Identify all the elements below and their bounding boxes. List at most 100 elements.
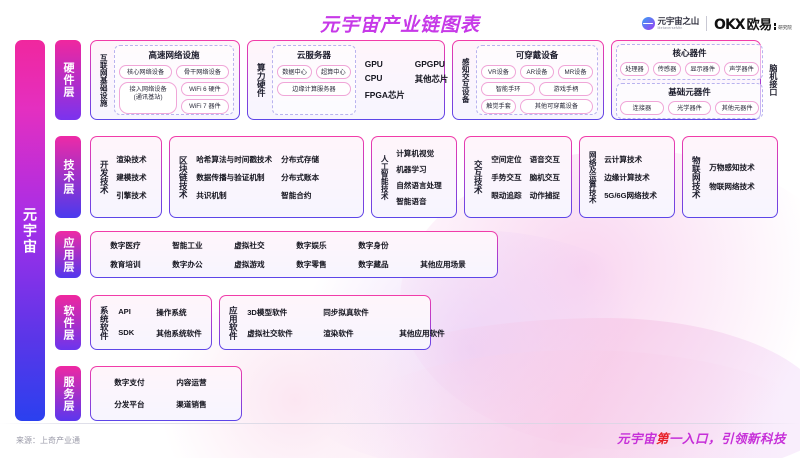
cell-eye-tracking[interactable]: 眼动追踪	[491, 190, 522, 200]
group-ai-technology[interactable]: 人工智能技术 计算机视觉 机器学习 自然语言处理 智能语音	[371, 136, 457, 218]
cell-digital-retail[interactable]: 数字零售	[296, 259, 327, 269]
cell-hash-timestamp[interactable]: 哈希算法与时间戳技术	[196, 154, 273, 164]
cell-channel-sales[interactable]: 渠道销售	[176, 400, 207, 409]
chip-sensor[interactable]: 传感器	[652, 62, 682, 77]
chip-wifi6-hardware[interactable]: WiFi 6 硬件	[181, 82, 229, 97]
chip-smart-wristband[interactable]: 智能手环	[481, 82, 535, 97]
group-core-components[interactable]: 核心器件 处理器 传感器 显示器件 声学器件 基础元器件 连接器	[611, 40, 778, 120]
chip-other-wearable-device[interactable]: 其他可穿戴设备	[519, 99, 593, 114]
cell-smart-contract[interactable]: 智能合约	[281, 190, 312, 200]
chip-wifi7-device[interactable]: WiFi 7 器件	[181, 99, 229, 114]
chip-connector[interactable]: 连接器	[620, 101, 664, 116]
subpanel-wearable-device: 可穿戴设备 VR设备 AR设备 MR设备 智能手环 游戏手柄 触觉手套 其	[476, 45, 598, 115]
cell-digital-healthcare[interactable]: 数字医疗	[110, 240, 141, 250]
group-iot-technology[interactable]: 物联网技术 万物感知技术 物联网络技术	[682, 136, 778, 218]
cell-nlp[interactable]: 自然语言处理	[396, 180, 442, 190]
chip-access-network-device-line2: (通讯基站)	[133, 93, 163, 101]
cell-digital-office[interactable]: 数字办公	[172, 259, 203, 269]
layer-tab-service[interactable]: 服务层	[55, 366, 81, 421]
cell-digital-entertainment[interactable]: 数字娱乐	[296, 240, 327, 250]
chip-other-components[interactable]: 其他元器件	[715, 101, 759, 116]
cell-other-application-scenarios[interactable]: 其他应用场景	[420, 259, 466, 269]
chip-acoustic-component[interactable]: 声学器件	[724, 62, 759, 77]
layer-tab-software[interactable]: 软件层	[55, 295, 81, 350]
group-blockchain-technology[interactable]: 区块链技术 哈希算法与时间戳技术 分布式存储 数据传播与验证机制 分布式账本 共…	[169, 136, 364, 218]
cell-intelligent-voice[interactable]: 智能语音	[396, 196, 427, 206]
metaverse-mtn-icon	[641, 17, 655, 30]
cell-fpga-chip[interactable]: FPGA芯片	[364, 90, 405, 100]
cell-computer-vision[interactable]: 计算机视觉	[396, 148, 435, 158]
cell-digital-payment[interactable]: 数字支付	[114, 378, 145, 387]
layer-tab-technology[interactable]: 技术层	[55, 136, 81, 218]
chip-access-network-device[interactable]: 接入网络设备 (通讯基站)	[119, 82, 177, 114]
cell-cloud-computing-tech[interactable]: 云计算技术	[604, 154, 643, 164]
chip-haptic-glove[interactable]: 触觉手套	[481, 99, 516, 114]
group-application-scenarios[interactable]: 数字医疗 智能工业 虚拟社交 数字娱乐 数字身份 教育培训 数字办公 虚拟游戏 …	[90, 231, 498, 278]
cell-machine-learning[interactable]: 机器学习	[396, 164, 427, 174]
cell-5g6g-network-tech[interactable]: 5G/6G网络技术	[604, 190, 657, 200]
group-development-technology[interactable]: 开发技术 渲染技术 建模技术 引擎技术	[90, 136, 162, 218]
cell-spatial-positioning[interactable]: 空间定位	[491, 154, 522, 164]
cell-virtual-social[interactable]: 虚拟社交	[234, 240, 265, 250]
cell-operating-system[interactable]: 操作系统	[156, 307, 187, 317]
chip-edge-computing-server[interactable]: 边缘计算服务器	[277, 82, 351, 97]
cell-cpu[interactable]: CPU	[364, 73, 383, 83]
cell-api[interactable]: API	[118, 306, 131, 316]
group-sensing-interaction-device[interactable]: 感知交互设备 可穿戴设备 VR设备 AR设备 MR设备 智能手环 游戏手柄	[452, 40, 604, 120]
cell-brain-interaction[interactable]: 脑机交互	[529, 172, 560, 182]
chip-core-network-device[interactable]: 核心网络设备	[119, 65, 172, 80]
cell-consensus-mechanism[interactable]: 共识机制	[196, 190, 227, 200]
group-internet-infrastructure[interactable]: 互联网基础设施 高速网络设施 核心网络设备 骨干网络设备 接入网络设备 (通讯基…	[90, 40, 240, 120]
cell-distributed-storage[interactable]: 分布式存储	[281, 154, 320, 164]
chip-backbone-network-device[interactable]: 骨干网络设备	[176, 65, 229, 80]
cell-motion-capture[interactable]: 动作捕捉	[529, 190, 560, 200]
cell-other-application-software[interactable]: 其他应用软件	[399, 328, 445, 338]
cell-digital-identity[interactable]: 数字身份	[358, 240, 389, 250]
cell-rendering-tech[interactable]: 渲染技术	[116, 154, 147, 164]
group-system-software[interactable]: 系统软件 API 操作系统 SDK 其他系统软件	[90, 295, 212, 350]
cell-smart-industry[interactable]: 智能工业	[172, 240, 203, 250]
cell-rendering-software[interactable]: 渲染软件	[323, 328, 354, 338]
cell-sync-simulation-software[interactable]: 同步拟真软件	[323, 307, 369, 317]
cell-virtual-social-software[interactable]: 虚拟社交软件	[247, 328, 293, 338]
group-interaction-technology[interactable]: 交互技术 空间定位 语音交互 手势交互 脑机交互 眼动追踪 动作捕捉	[464, 136, 572, 218]
cell-gesture-interaction[interactable]: 手势交互	[491, 172, 522, 182]
cell-iot-network-tech[interactable]: 物联网络技术	[709, 182, 755, 191]
cell-engine-tech[interactable]: 引擎技术	[116, 190, 147, 200]
cell-distributed-ledger[interactable]: 分布式账本	[281, 172, 320, 182]
cell-other-system-software[interactable]: 其他系统软件	[156, 328, 202, 338]
cell-3d-model-software[interactable]: 3D模型软件	[247, 307, 288, 317]
chip-vr-device[interactable]: VR设备	[481, 65, 516, 80]
chip-mr-device[interactable]: MR设备	[558, 65, 593, 80]
cell-distribution-platform[interactable]: 分发平台	[114, 400, 145, 409]
chip-optical-component[interactable]: 光学器件	[667, 101, 712, 116]
cell-other-chips[interactable]: 其他芯片	[414, 74, 449, 84]
group-compute-hardware[interactable]: 算力硬件 云服务器 数据中心 超算中心 边缘计算服务器 GPU GPGPU	[247, 40, 448, 120]
chip-supercomputing-center[interactable]: 超算中心	[315, 65, 351, 80]
layer-tab-hardware[interactable]: 硬件层	[55, 40, 81, 120]
cell-voice-interaction[interactable]: 语音交互	[529, 154, 560, 164]
chip-data-center[interactable]: 数据中心	[277, 65, 312, 80]
chip-processor[interactable]: 处理器	[620, 62, 649, 77]
cell-virtual-gaming[interactable]: 虚拟游戏	[234, 259, 265, 269]
group-label-sensing-interaction-device: 感知交互设备	[461, 57, 471, 103]
chip-game-controller[interactable]: 游戏手柄	[539, 82, 593, 97]
group-application-software[interactable]: 应用软件 3D模型软件 同步拟真软件 虚拟社交软件 渲染软件 其他应用软件	[219, 295, 445, 350]
group-network-computing-technology[interactable]: 网络及运算技术 云计算技术 边缘计算技术 5G/6G网络技术	[579, 136, 675, 218]
cell-gpgpu[interactable]: GPGPU	[414, 59, 445, 69]
cell-digital-collectibles[interactable]: 数字藏品	[358, 259, 389, 269]
application-layer-row: 应用层 数字医疗 智能工业 虚拟社交 数字娱乐 数字身份 教育培训 数字办公 虚…	[55, 231, 498, 278]
chip-ar-device[interactable]: AR设备	[519, 65, 555, 80]
chip-display-component[interactable]: 显示器件	[685, 62, 721, 77]
group-service-items[interactable]: 数字支付 内容运营 分发平台 渠道销售	[90, 366, 242, 421]
cell-content-operation[interactable]: 内容运营	[176, 378, 207, 387]
cell-data-propagation-verification[interactable]: 数据传播与验证机制	[196, 172, 265, 182]
cell-everything-sensing-tech[interactable]: 万物感知技术	[709, 163, 755, 172]
cell-gpu[interactable]: GPU	[364, 59, 383, 69]
cell-modeling-tech[interactable]: 建模技术	[116, 172, 147, 182]
layer-tab-application[interactable]: 应用层	[55, 231, 81, 278]
okx-logo-text: OKX	[714, 17, 746, 33]
cell-edge-computing-tech[interactable]: 边缘计算技术	[604, 172, 650, 182]
cell-education-training[interactable]: 教育培训	[110, 259, 141, 269]
cell-sdk[interactable]: SDK	[118, 327, 135, 337]
